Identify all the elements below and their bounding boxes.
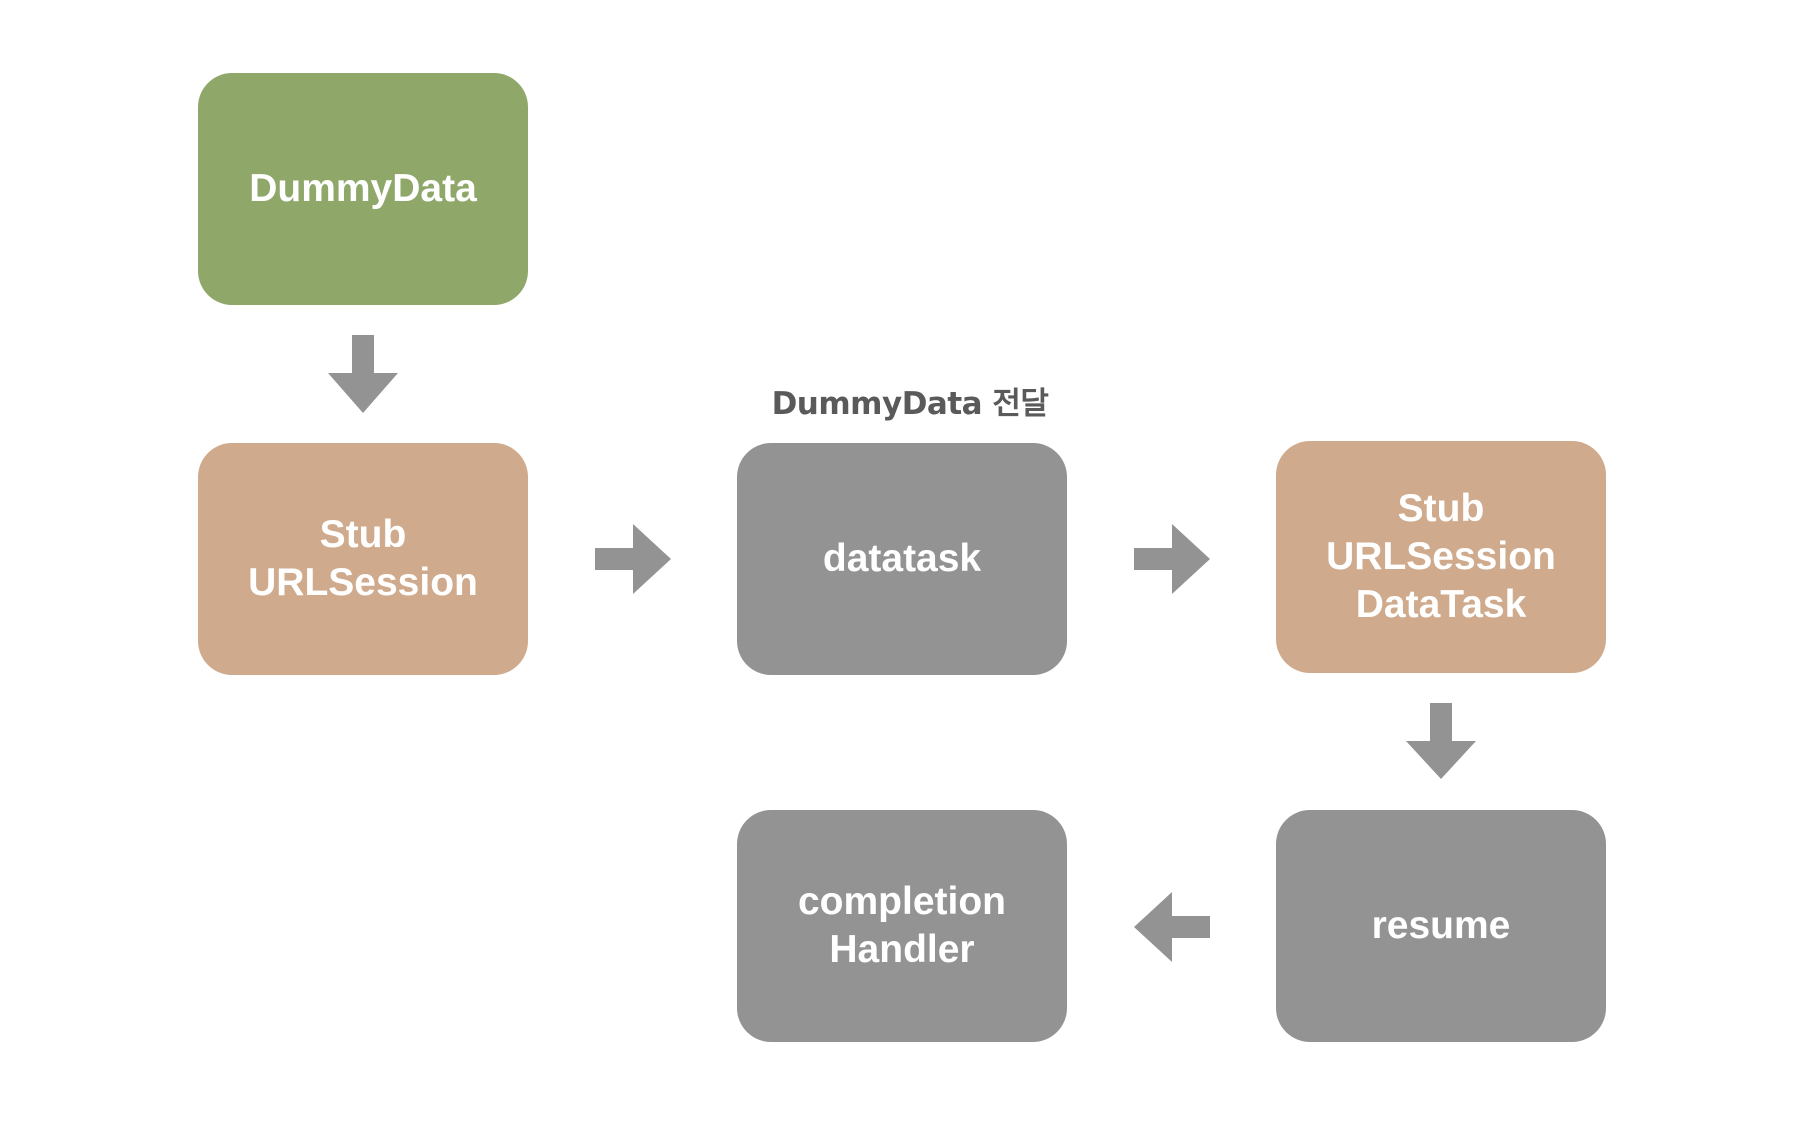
arrow-right-icon [595, 524, 671, 594]
stub-urlsession-label: Stub URLSession [248, 513, 478, 604]
arrow-left-icon [1134, 892, 1210, 962]
arrow-down-icon [1406, 703, 1476, 779]
datatask-node: datatask [737, 443, 1067, 675]
stub-urlsession-datatask-label: Stub URLSession DataTask [1326, 487, 1556, 626]
completion-handler-node: completion Handler [737, 810, 1067, 1042]
arrow-down-icon [328, 335, 398, 413]
edge-label-dummydata-transfer: DummyData 전달 [771, 386, 1049, 422]
dummy-data-label: DummyData [249, 167, 477, 210]
arrow-right-icon [1134, 524, 1210, 594]
resume-label: resume [1371, 904, 1511, 947]
stub-urlsession-datatask-node: Stub URLSession DataTask [1276, 441, 1606, 673]
dummy-data-node: DummyData [198, 73, 528, 305]
completion-handler-label: completion Handler [797, 880, 1006, 971]
stub-urlsession-node: Stub URLSession [198, 443, 528, 675]
datatask-label: datatask [822, 537, 982, 580]
resume-node: resume [1276, 810, 1606, 1042]
